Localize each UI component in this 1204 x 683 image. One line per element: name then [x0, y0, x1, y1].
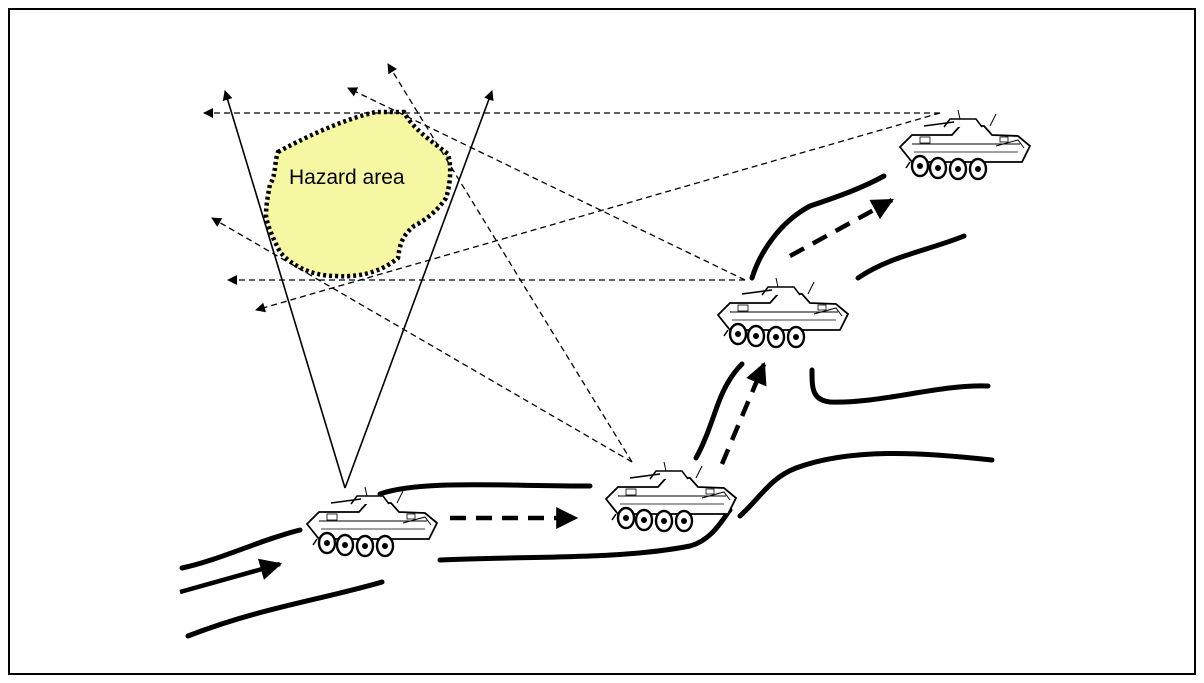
sight-line-right	[344, 90, 494, 489]
movement-arrow-climb	[719, 361, 767, 465]
vehicle-3-armored-vehicle-icon	[716, 276, 850, 349]
road-edge-upper-right	[855, 233, 967, 281]
solid-sight-lines	[222, 90, 494, 489]
road-edges	[179, 173, 995, 639]
sightline-v4-diagonal	[255, 112, 941, 313]
road-edge-left-climb	[693, 361, 745, 461]
dashed-sight-lines	[203, 63, 941, 463]
sightline-v2-left	[211, 217, 633, 463]
vehicle-4-armored-vehicle-icon	[898, 108, 1032, 181]
sightline-v3-diagonal	[347, 87, 746, 281]
road-edge-lower-mid	[437, 507, 733, 563]
movement-arrow-upper	[788, 198, 894, 258]
sightline-v2-up	[387, 63, 633, 463]
road-edge-upper-mid	[377, 482, 593, 497]
road-edge-upper-left-climb	[749, 173, 887, 281]
sight-line-left	[222, 90, 346, 489]
movement-arrows	[179, 198, 894, 595]
road-edge-side-branch	[809, 367, 991, 405]
hazard-area	[263, 109, 453, 279]
road-edge-right-curve	[737, 450, 995, 519]
vehicle-1-armored-vehicle-icon	[305, 485, 439, 558]
movement-arrow-entry	[179, 558, 283, 595]
road-edge-lower-left	[185, 579, 385, 639]
hazard-area-label: Hazard area	[289, 166, 405, 189]
road-edge-upper-left	[179, 527, 303, 571]
vehicle-2-armored-vehicle-icon	[604, 460, 738, 533]
